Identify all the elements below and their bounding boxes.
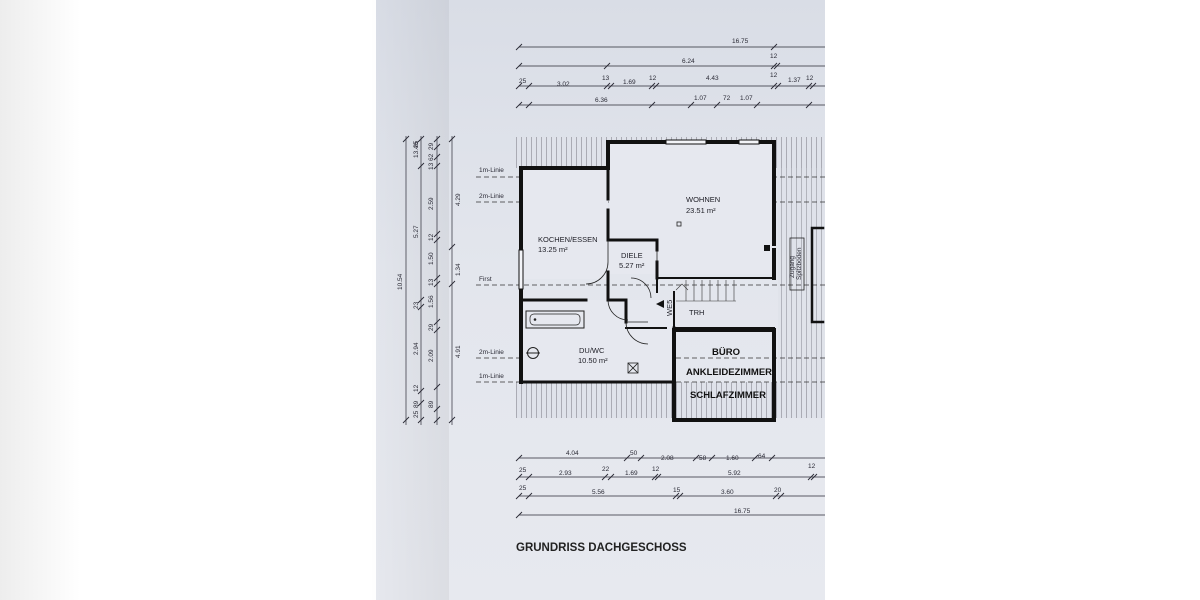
dim-12c: 12 [770, 72, 778, 79]
spitzboden-label-1: Zugang [789, 256, 796, 278]
dim-left-294: 2.94 [413, 342, 420, 355]
dim-left-491: 4.91 [455, 345, 462, 358]
room-trh: TRH [689, 308, 704, 317]
dim-left-134: 1.34 [455, 263, 462, 276]
floor-plan: 16.75 6.24 12 25 3.02 13 1.69 12 4.43 12… [397, 38, 825, 554]
dim-top-total: 16.75 [732, 38, 749, 45]
room-duwc-name: DU/WC [579, 346, 605, 355]
dim-b-404: 4.04 [566, 450, 579, 457]
left-dimension-lines [402, 135, 456, 425]
dim-b-15: 15 [673, 487, 681, 494]
room-ankleidezimmer: ANKLEIDEZIMMER [686, 367, 772, 378]
dim-12b: 12 [649, 75, 657, 82]
toilet-icon [526, 347, 540, 359]
line-1m-top: 1m-Linie [479, 167, 504, 174]
dim-b-208: 2.08 [661, 455, 674, 462]
line-1m-bottom: 1m-Linie [479, 373, 504, 380]
bottom-dimension-lines [515, 454, 825, 519]
dim-b-50: 50 [630, 450, 638, 457]
dim-left-527: 5.27 [413, 225, 420, 238]
room-diele-area: 5.27 m² [619, 261, 645, 270]
dim-top-12a: 12 [770, 53, 778, 60]
dim-left-25: 25 [413, 410, 420, 418]
dim-left-1346: 13.46 [413, 141, 420, 158]
room-buero: BÜRO [712, 347, 740, 358]
dim-left-13b: 13 [428, 278, 435, 286]
staircase [675, 280, 736, 302]
room-wohnen-name: WOHNEN [686, 195, 720, 204]
dim-443: 4.43 [706, 75, 719, 82]
dim-b-64: 64 [758, 453, 766, 460]
line-2m-bottom: 2m-Linie [479, 349, 504, 356]
room-diele-name: DIELE [621, 251, 643, 260]
floor-wohnen [609, 142, 774, 274]
dim-left-13a: 13 [428, 162, 435, 170]
dim-13: 13 [602, 75, 610, 82]
bathtub-icon [525, 310, 585, 329]
plan-title: GRUNDRISS DACHGESCHOSS [516, 542, 687, 554]
floor-kochen [521, 168, 608, 279]
dim-left-89b: 89 [413, 400, 420, 408]
room-kochen-area: 13.25 m² [538, 245, 568, 254]
dim-b-20: 20 [774, 487, 782, 494]
dim-12d: 12 [806, 75, 814, 82]
room-wohnen-area: 23.51 m² [686, 206, 716, 215]
windows [518, 139, 760, 290]
walls [519, 140, 825, 422]
dim-b-12b: 12 [808, 463, 816, 470]
dim-b-360: 3.60 [721, 489, 734, 496]
room-schlafzimmer: SCHLAFZIMMER [690, 390, 766, 401]
column-icon [764, 245, 770, 251]
floor-duwc [521, 300, 674, 382]
vent-icon [627, 362, 639, 374]
dim-107b: 1.07 [740, 95, 753, 102]
dim-302: 3.02 [557, 81, 570, 88]
dim-b-160: 1.60 [726, 455, 739, 462]
dim-b-22: 22 [602, 466, 610, 473]
dim-b-58: 58 [699, 455, 707, 462]
top-dimension-lines [515, 43, 825, 109]
room-kochen-name: KOCHEN/ESSEN [538, 235, 598, 244]
dim-left-156: 1.56 [428, 295, 435, 308]
dim-left-23: 23 [413, 301, 420, 309]
spitzboden-label-2: Spitzboden [796, 247, 803, 280]
dim-left-209: 2.09 [428, 349, 435, 362]
entry-arrow-icon [656, 300, 664, 308]
dim-left-12: 12 [413, 384, 420, 392]
dim-b-169: 1.69 [625, 470, 638, 477]
dim-b-293: 2.93 [559, 470, 572, 477]
doors [585, 240, 658, 345]
dim-b-592: 5.92 [728, 470, 741, 477]
dim-left-150: 1.50 [428, 252, 435, 265]
dim-left-29: 29 [428, 142, 435, 150]
dim-636: 6.36 [595, 97, 608, 104]
dim-top-wohnen: 6.24 [682, 58, 695, 65]
dim-left-62: 62 [428, 153, 435, 161]
dim-169: 1.69 [623, 79, 636, 86]
dim-137: 1.37 [788, 77, 801, 84]
dim-25: 25 [519, 78, 527, 85]
dim-b-12a: 12 [652, 466, 660, 473]
dim-b-25a: 25 [519, 467, 527, 474]
roof-hatch-right [778, 165, 825, 390]
dim-left-89a: 89 [428, 400, 435, 408]
dim-left-29b: 29 [428, 323, 435, 331]
dim-72: 72 [723, 95, 731, 102]
dim-b-total: 16.75 [734, 508, 751, 515]
dim-left-total: 10.54 [397, 273, 404, 290]
room-duwc-area: 10.50 m² [578, 356, 608, 365]
line-first: First [479, 276, 492, 283]
dim-b-556: 5.56 [592, 489, 605, 496]
chimney-icon [676, 221, 682, 227]
paper-shadow [0, 0, 449, 600]
spitzboden-access [789, 237, 805, 291]
room-we5: WE5 [665, 300, 674, 316]
dim-b-25b: 25 [519, 485, 527, 492]
dim-107a: 1.07 [694, 95, 707, 102]
dim-left-25b: 25 [413, 140, 420, 148]
dim-left-12b: 12 [428, 233, 435, 241]
dim-left-259: 2.59 [428, 197, 435, 210]
line-2m-top: 2m-Linie [479, 193, 504, 200]
dim-left-429: 4.29 [455, 193, 462, 206]
